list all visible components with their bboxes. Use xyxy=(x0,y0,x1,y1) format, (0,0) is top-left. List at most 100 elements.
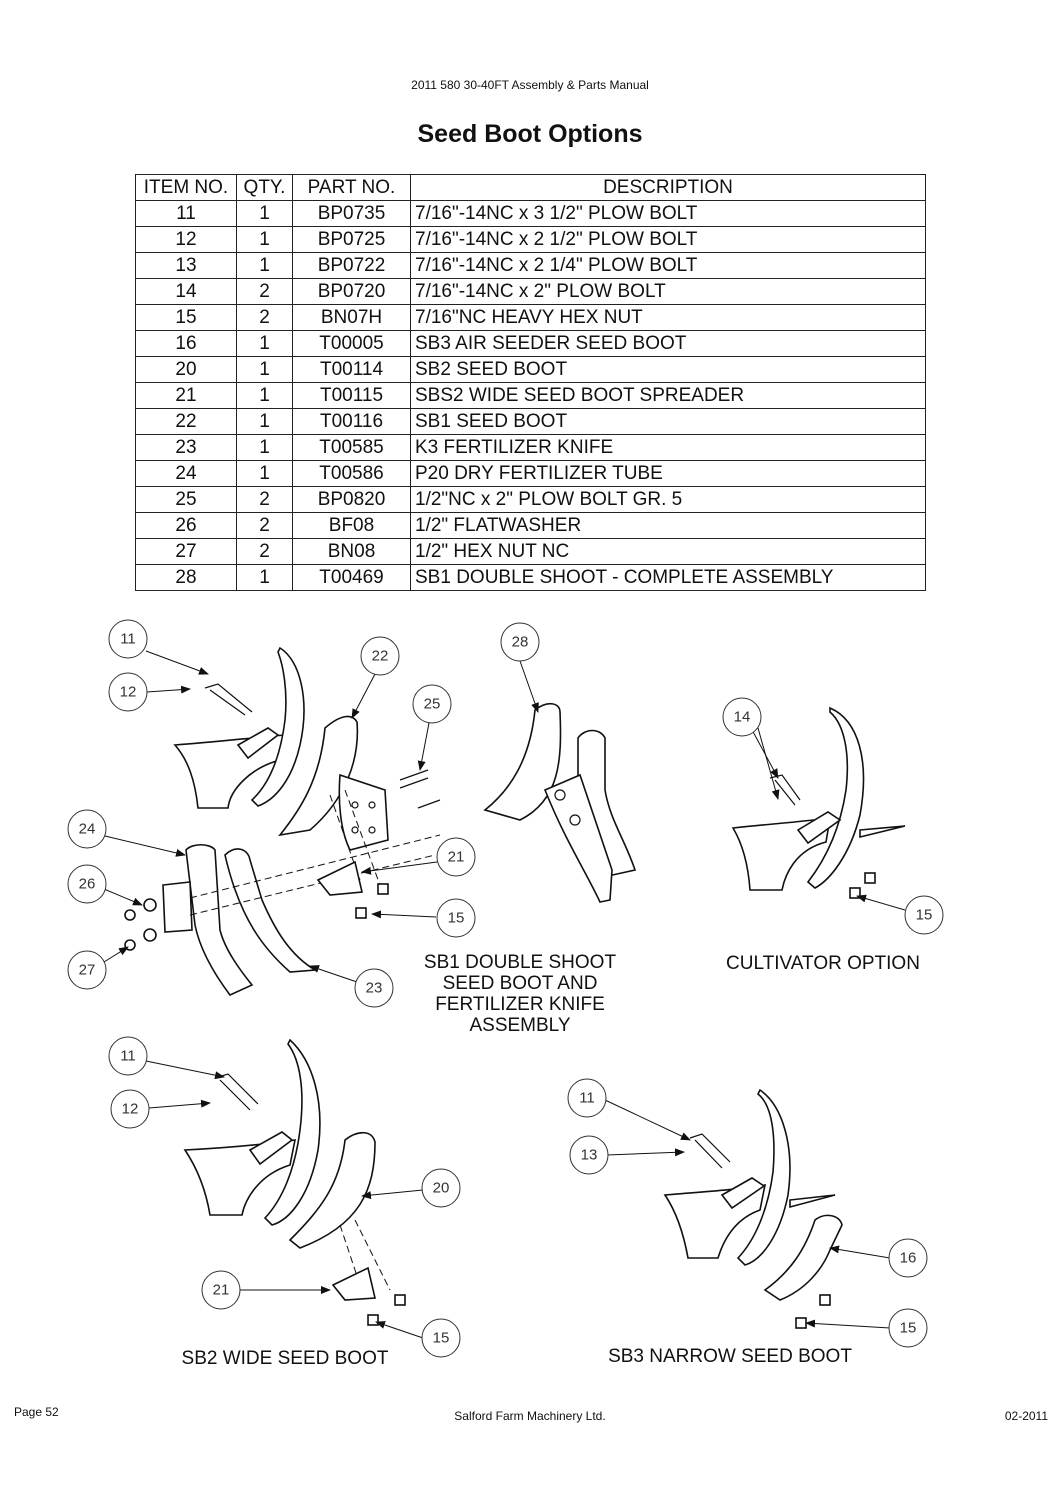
svg-text:15: 15 xyxy=(433,1330,450,1347)
svg-text:21: 21 xyxy=(448,849,465,866)
description-cell: SB3 AIR SEEDER SEED BOOT xyxy=(410,330,926,357)
item-no-cell: 25 xyxy=(135,486,237,513)
callout-13: 13 xyxy=(569,1135,609,1175)
item-no-cell: 28 xyxy=(135,564,237,591)
callout-23: 23 xyxy=(354,968,394,1008)
description-cell: 7/16"-14NC x 2 1/4" PLOW BOLT xyxy=(410,252,926,279)
callout-11-sb2: 11 xyxy=(108,1036,148,1076)
part-no-cell: T00114 xyxy=(292,356,411,383)
callout-15-sb3: 15 xyxy=(888,1308,928,1348)
callout-leaders xyxy=(103,650,906,1339)
svg-text:16: 16 xyxy=(900,1250,917,1267)
callout-12-sb2: 12 xyxy=(110,1089,150,1129)
qty-cell: 1 xyxy=(236,200,293,227)
svg-text:11: 11 xyxy=(120,631,136,648)
qty-cell: 1 xyxy=(236,434,293,461)
caption-cultivator-option: CULTIVATOR OPTION xyxy=(726,953,920,974)
footer-company: Salford Farm Machinery Ltd. xyxy=(454,1409,606,1423)
svg-text:11: 11 xyxy=(579,1090,595,1107)
qty-cell: 1 xyxy=(236,382,293,409)
item-no-cell: 22 xyxy=(135,408,237,435)
svg-text:26: 26 xyxy=(79,876,96,893)
part-no-cell: T00585 xyxy=(292,434,411,461)
qty-cell: 2 xyxy=(236,486,293,513)
description-cell: SB1 SEED BOOT xyxy=(410,408,926,435)
item-no-cell: 26 xyxy=(135,512,237,539)
callout-15-sb2: 15 xyxy=(421,1318,461,1358)
svg-text:25: 25 xyxy=(424,696,441,713)
callout-16: 16 xyxy=(888,1238,928,1278)
item-no-cell: 21 xyxy=(135,382,237,409)
svg-text:12: 12 xyxy=(120,684,137,701)
column-header-description: DESCRIPTION xyxy=(410,174,926,201)
svg-text:20: 20 xyxy=(433,1180,450,1197)
description-cell: 7/16"-14NC x 2" PLOW BOLT xyxy=(410,278,926,305)
qty-cell: 1 xyxy=(236,226,293,253)
svg-text:27: 27 xyxy=(79,962,96,979)
description-cell: 7/16"-14NC x 2 1/2" PLOW BOLT xyxy=(410,226,926,253)
part-no-cell: BP0722 xyxy=(292,252,411,279)
callout-21-sb1: 21 xyxy=(436,837,476,877)
part-no-cell: BN07H xyxy=(292,304,411,331)
description-cell: K3 FERTILIZER KNIFE xyxy=(410,434,926,461)
callout-11-sb1: 11 xyxy=(108,619,148,659)
svg-text:15: 15 xyxy=(900,1320,917,1337)
cultivator-drawing xyxy=(731,706,906,899)
callout-14: 14 xyxy=(722,697,762,737)
callout-15-sb1: 15 xyxy=(436,898,476,938)
callout-15-cultivator: 15 xyxy=(904,895,944,935)
qty-cell: 1 xyxy=(236,252,293,279)
callout-27: 27 xyxy=(67,950,107,990)
qty-cell: 2 xyxy=(236,304,293,331)
callout-11-sb3: 11 xyxy=(567,1078,607,1118)
svg-text:14: 14 xyxy=(734,709,751,726)
description-cell: 7/16"-14NC x 3 1/2" PLOW BOLT xyxy=(410,200,926,227)
description-cell: 7/16"NC HEAVY HEX NUT xyxy=(410,304,926,331)
callout-20: 20 xyxy=(421,1168,461,1208)
sb3-drawing xyxy=(663,1088,843,1329)
callout-22: 22 xyxy=(360,636,400,676)
footer-page-number: Page 52 xyxy=(14,1405,59,1419)
svg-text:28: 28 xyxy=(512,634,529,651)
part-no-cell: BN08 xyxy=(292,538,411,565)
item-no-cell: 23 xyxy=(135,434,237,461)
callout-24: 24 xyxy=(67,809,107,849)
qty-cell: 1 xyxy=(236,356,293,383)
svg-text:12: 12 xyxy=(122,1101,139,1118)
callout-25: 25 xyxy=(412,684,452,724)
svg-text:15: 15 xyxy=(916,907,933,924)
svg-text:23: 23 xyxy=(366,980,383,997)
svg-text:11: 11 xyxy=(120,1048,136,1065)
callout-28: 28 xyxy=(500,622,540,662)
footer-date: 02-2011 xyxy=(1004,1409,1048,1423)
callout-12-sb1: 12 xyxy=(108,672,148,712)
part-no-cell: BP0725 xyxy=(292,226,411,253)
caption-sb3-narrow-seed-boot: SB3 NARROW SEED BOOT xyxy=(608,1346,852,1367)
sb1-assembly-drawing xyxy=(124,646,441,996)
part-no-cell: T00116 xyxy=(292,408,411,435)
part-no-cell: BP0820 xyxy=(292,486,411,513)
item-no-cell: 16 xyxy=(135,330,237,357)
parts-table-header-row: ITEM NO. QTY. PART NO. DESCRIPTION xyxy=(135,174,926,201)
manual-header: 2011 580 30-40FT Assembly & Parts Manual xyxy=(411,78,649,92)
part-no-cell: T00005 xyxy=(292,330,411,357)
callout-26: 26 xyxy=(67,864,107,904)
description-cell: 1/2" HEX NUT NC xyxy=(410,538,926,565)
part-no-cell: T00586 xyxy=(292,460,411,487)
item-no-cell: 27 xyxy=(135,538,237,565)
sb2-drawing xyxy=(183,1038,406,1326)
page-title: Seed Boot Options xyxy=(417,120,643,148)
part-no-cell: BP0735 xyxy=(292,200,411,227)
